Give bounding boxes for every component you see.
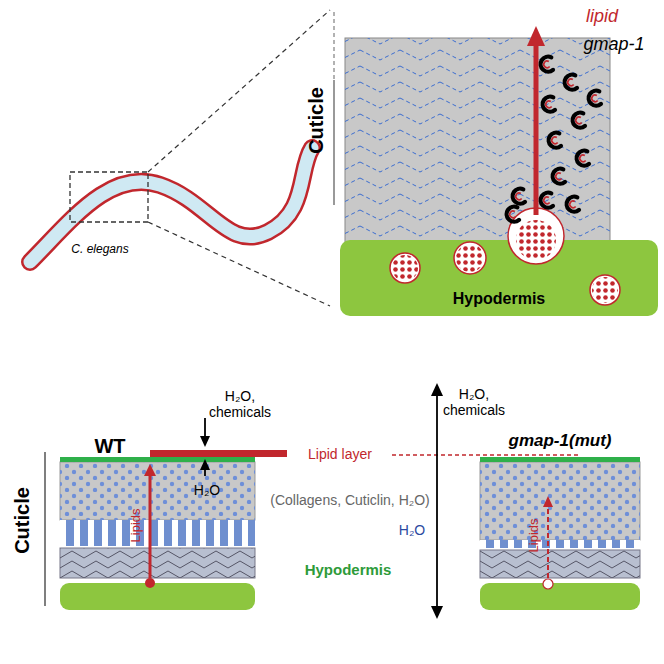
drawing-part <box>200 459 210 470</box>
drawing-part <box>60 462 255 520</box>
mut-layers <box>480 457 640 610</box>
water-arrows <box>200 383 443 619</box>
worm <box>30 148 312 262</box>
gmap-1-glyph <box>507 207 519 222</box>
drawing-part <box>543 579 553 589</box>
drawing-part <box>60 457 255 462</box>
drawing-part <box>480 550 640 578</box>
drawing-part <box>30 148 312 262</box>
drawing-part <box>527 26 545 46</box>
drawing-part <box>547 505 549 578</box>
drawing-part <box>60 462 255 520</box>
label-text: (Collagens, Cuticlin, H₂O) <box>270 492 429 508</box>
drawing-part <box>145 578 155 588</box>
drawing-part <box>543 496 553 507</box>
gmap-1-glyph <box>549 133 561 148</box>
zoom-line <box>148 10 330 172</box>
drawing-part <box>345 38 610 243</box>
gmap-1-glyph <box>577 151 589 166</box>
drawing-part <box>204 469 206 476</box>
label-text: Hypodermis <box>305 561 392 578</box>
label-text: Lipids <box>527 518 542 552</box>
drawing-part <box>60 548 255 578</box>
gmap-1-glyph <box>541 57 553 72</box>
label-text: Lipid layer <box>308 446 372 462</box>
node-text: Hypodermis <box>453 290 545 308</box>
drawing-part <box>431 383 443 396</box>
drawing-part <box>436 394 438 608</box>
gmap-1-glyph <box>513 189 525 204</box>
gmap-1-glyph <box>567 197 579 212</box>
label-text: H₂O, chemicals <box>439 386 509 418</box>
lipid-arrow <box>527 26 545 215</box>
zoom-box <box>70 172 148 222</box>
bracket-line <box>44 452 46 606</box>
label-text: gmap-1 <box>583 34 644 55</box>
drawing-part <box>480 583 640 610</box>
drawing-part <box>200 436 210 447</box>
label-text: WT <box>94 435 125 458</box>
drawing-part <box>30 148 312 262</box>
gmap-1-glyph <box>541 193 553 208</box>
drawing-part <box>60 520 255 546</box>
label-text: Cuticle <box>11 487 34 554</box>
label-text: C. elegans <box>71 243 128 257</box>
bracket-line <box>333 12 335 80</box>
wt-layers <box>60 450 287 610</box>
tissue-box: Hypodermis <box>340 240 658 316</box>
drawing-part <box>204 418 206 438</box>
label-text: H₂O <box>399 522 425 538</box>
drawing-part <box>480 540 640 548</box>
gmap-1-glyph <box>543 97 555 112</box>
lipid-guide <box>392 454 578 456</box>
cuticle-block <box>345 38 610 243</box>
drawing-part <box>534 42 539 215</box>
label-text: gmap-1(mut) <box>509 431 612 451</box>
gmap-1-glyph <box>565 75 577 90</box>
label-text: Cuticle <box>305 87 328 154</box>
label-text: Lipids <box>129 508 144 542</box>
drawing-part <box>60 520 255 546</box>
drawing-part <box>480 457 640 462</box>
drawing-part <box>480 540 640 548</box>
drawing-part <box>345 38 610 243</box>
drawing-part <box>149 474 152 578</box>
gmap-1-proteins <box>507 57 601 222</box>
drawing-part <box>480 462 640 540</box>
drawing-part <box>144 464 156 476</box>
gmap-1-glyph <box>573 113 585 128</box>
label-text: H₂O, chemicals <box>205 388 275 420</box>
drawing-part <box>60 583 255 610</box>
drawing-part <box>150 450 287 457</box>
label-text: lipid <box>586 6 618 27</box>
zoom-line <box>148 222 330 306</box>
label-text: H₂O <box>194 482 220 498</box>
gmap-1-glyph <box>553 169 565 184</box>
drawing-part <box>60 548 255 578</box>
drawing-part <box>480 462 640 540</box>
bracket-line <box>333 80 335 205</box>
drawing-part <box>431 606 443 619</box>
drawing-part <box>480 550 640 578</box>
gmap-1-glyph <box>589 91 601 106</box>
